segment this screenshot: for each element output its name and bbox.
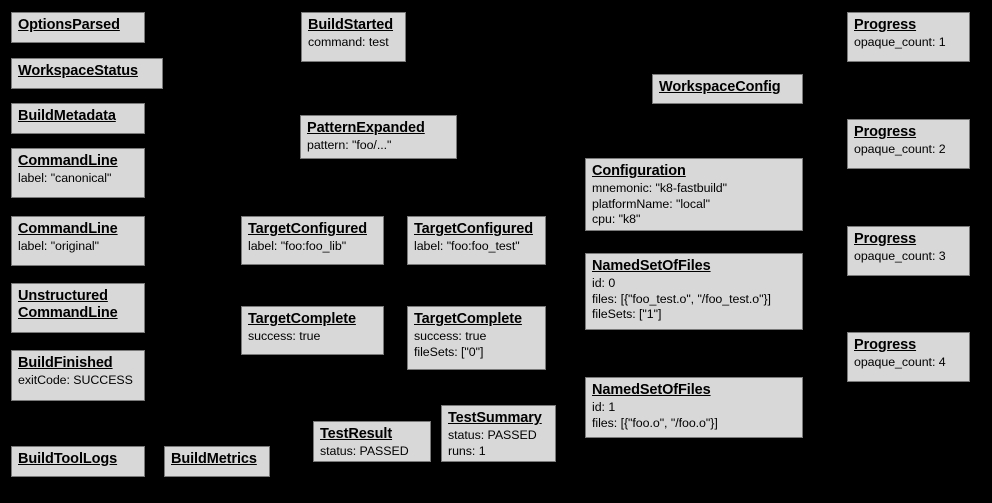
event-node-title: BuildMetadata bbox=[18, 108, 116, 124]
event-node-progress-2[interactable]: Progress opaque_count: 2 bbox=[847, 119, 970, 169]
event-node-field: id: 0 bbox=[592, 276, 616, 290]
event-node-fields: success: true bbox=[248, 329, 377, 345]
event-node-title: Progress bbox=[854, 124, 917, 140]
event-node-title: Progress bbox=[854, 231, 917, 247]
event-node-command-line-canonical[interactable]: CommandLine label: "canonical" bbox=[11, 148, 145, 198]
event-node-unstructured-command-line[interactable]: Unstructured CommandLine bbox=[11, 283, 145, 333]
event-node-build-finished[interactable]: BuildFinished exitCode: SUCCESS bbox=[11, 350, 145, 401]
event-node-title: Progress bbox=[854, 17, 917, 33]
event-node-title: BuildFinished bbox=[18, 355, 113, 371]
event-node-fields: opaque_count: 1 bbox=[854, 35, 963, 51]
event-node-field: fileSets: ["1"] bbox=[592, 307, 662, 321]
event-node-field: cpu: "k8" bbox=[592, 212, 641, 226]
event-node-configuration[interactable]: Configuration mnemonic: "k8-fastbuild"pla… bbox=[585, 158, 803, 231]
event-node-target-complete-lib[interactable]: TargetComplete success: true bbox=[241, 306, 384, 355]
event-node-field: fileSets: ["0"] bbox=[414, 344, 484, 359]
event-node-title: OptionsParsed bbox=[18, 17, 120, 33]
event-node-title: Configuration bbox=[592, 163, 686, 179]
event-node-field: command: test bbox=[308, 35, 389, 49]
event-node-field: opaque_count: 1 bbox=[854, 35, 946, 49]
event-node-fields: opaque_count: 3 bbox=[854, 249, 963, 265]
event-node-fields: label: "original" bbox=[18, 239, 138, 255]
event-node-target-configured-foo-lib[interactable]: TargetConfigured label: "foo:foo_lib" bbox=[241, 216, 384, 265]
event-node-field: status: PASSED bbox=[448, 428, 537, 442]
event-node-pattern-expanded[interactable]: PatternExpanded pattern: "foo/..." bbox=[300, 115, 457, 159]
event-node-title: TargetComplete bbox=[414, 311, 522, 327]
event-node-fields: label: "foo:foo_test" bbox=[414, 239, 539, 255]
event-node-title: TargetConfigured bbox=[248, 221, 367, 237]
event-node-title: NamedSetOfFiles bbox=[592, 382, 711, 398]
event-node-build-started[interactable]: BuildStarted command: test bbox=[301, 12, 406, 62]
event-node-field: mnemonic: "k8-fastbuild" bbox=[592, 181, 728, 195]
event-node-title: BuildToolLogs bbox=[18, 451, 118, 467]
event-node-field: opaque_count: 4 bbox=[854, 355, 946, 369]
event-node-field: status: PASSED bbox=[320, 444, 409, 458]
event-node-progress-4[interactable]: Progress opaque_count: 4 bbox=[847, 332, 970, 382]
event-node-test-result[interactable]: TestResult status: PASSED bbox=[313, 421, 431, 462]
event-node-build-tool-logs[interactable]: BuildToolLogs bbox=[11, 446, 145, 477]
event-node-field: platformName: "local" bbox=[592, 196, 710, 211]
event-node-fields: mnemonic: "k8-fastbuild"platformName: "l… bbox=[592, 181, 796, 228]
event-node-title: WorkspaceConfig bbox=[659, 79, 781, 95]
event-node-field: success: true bbox=[414, 329, 487, 343]
event-node-build-metadata[interactable]: BuildMetadata bbox=[11, 103, 145, 134]
event-node-title: CommandLine bbox=[18, 221, 118, 237]
event-node-options-parsed[interactable]: OptionsParsed bbox=[11, 12, 145, 43]
event-node-fields: opaque_count: 4 bbox=[854, 355, 963, 371]
event-node-field: pattern: "foo/..." bbox=[307, 138, 392, 152]
event-node-title: PatternExpanded bbox=[307, 120, 425, 136]
event-node-target-configured-foo-test[interactable]: TargetConfigured label: "foo:foo_test" bbox=[407, 216, 546, 265]
event-node-workspace-config[interactable]: WorkspaceConfig bbox=[652, 74, 803, 104]
event-node-fields: opaque_count: 2 bbox=[854, 142, 963, 158]
event-node-command-line-original[interactable]: CommandLine label: "original" bbox=[11, 216, 145, 266]
event-node-field: label: "canonical" bbox=[18, 171, 112, 185]
event-node-fields: label: "foo:foo_lib" bbox=[248, 239, 377, 255]
event-node-field: opaque_count: 3 bbox=[854, 249, 946, 263]
event-node-fields: label: "canonical" bbox=[18, 171, 138, 187]
event-node-field: files: [{"foo_test.o", "/foo_test.o"}] bbox=[592, 291, 771, 306]
event-node-title: TestResult bbox=[320, 426, 393, 442]
event-node-progress-3[interactable]: Progress opaque_count: 3 bbox=[847, 226, 970, 276]
event-node-fields: pattern: "foo/..." bbox=[307, 138, 450, 154]
event-node-fields: command: test bbox=[308, 35, 399, 51]
event-node-title: BuildMetrics bbox=[171, 451, 257, 467]
event-node-field: success: true bbox=[248, 329, 321, 343]
event-node-build-metrics[interactable]: BuildMetrics bbox=[164, 446, 270, 477]
event-node-fields: exitCode: SUCCESS bbox=[18, 373, 138, 389]
event-node-field: exitCode: SUCCESS bbox=[18, 373, 133, 387]
event-node-title: WorkspaceStatus bbox=[18, 63, 138, 79]
event-node-title: NamedSetOfFiles bbox=[592, 258, 711, 274]
event-node-field: id: 1 bbox=[592, 400, 616, 414]
event-node-field: label: "foo:foo_test" bbox=[414, 239, 520, 253]
event-node-field: label: "original" bbox=[18, 239, 99, 253]
event-node-fields: status: PASSED bbox=[320, 444, 424, 460]
event-node-workspace-status[interactable]: WorkspaceStatus bbox=[11, 58, 163, 89]
event-node-title: BuildStarted bbox=[308, 17, 394, 33]
event-node-field: files: [{"foo.o", "/foo.o"}] bbox=[592, 415, 718, 430]
event-node-title: TargetComplete bbox=[248, 311, 356, 327]
event-node-title: Progress bbox=[854, 337, 917, 353]
event-node-title: Unstructured CommandLine bbox=[18, 288, 118, 321]
event-node-field: runs: 1 bbox=[448, 443, 486, 458]
event-node-title: TargetConfigured bbox=[414, 221, 533, 237]
event-node-progress-1[interactable]: Progress opaque_count: 1 bbox=[847, 12, 970, 62]
event-node-field: opaque_count: 2 bbox=[854, 142, 946, 156]
event-node-field: label: "foo:foo_lib" bbox=[248, 239, 347, 253]
event-node-title: TestSummary bbox=[448, 410, 542, 426]
event-node-title: CommandLine bbox=[18, 153, 118, 169]
